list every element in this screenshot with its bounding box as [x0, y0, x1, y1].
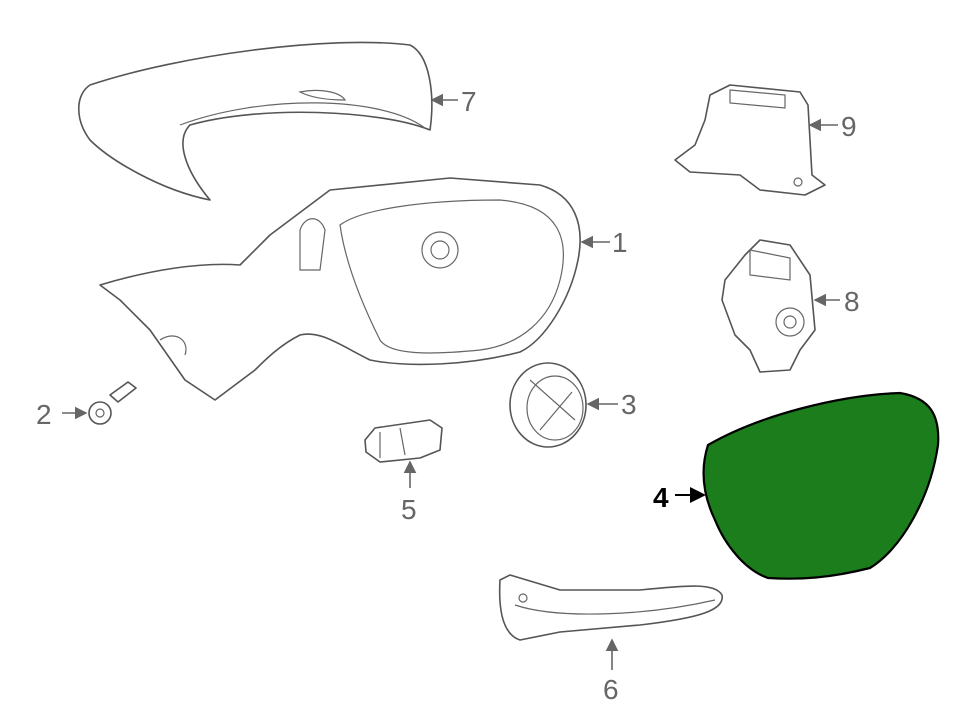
part-1-mirror-housing[interactable] [99, 177, 581, 401]
part-3-actuator[interactable] [509, 362, 587, 448]
part-5-lamp[interactable] [364, 419, 443, 463]
callout-3[interactable]: 3 [621, 389, 637, 420]
callout-7[interactable]: 7 [461, 86, 477, 117]
callout-4[interactable]: 4 [653, 482, 669, 513]
part-7-mirror-cover[interactable] [78, 41, 433, 201]
callout-9[interactable]: 9 [841, 111, 857, 142]
part-9-control-module[interactable] [674, 84, 826, 196]
callout-6[interactable]: 6 [603, 674, 619, 705]
part-6-turn-signal[interactable] [498, 574, 723, 641]
part-8-mirror-motor[interactable] [721, 239, 816, 373]
callout-2[interactable]: 2 [36, 399, 52, 430]
callout-8[interactable]: 8 [844, 286, 860, 317]
part-2-screw[interactable] [88, 381, 137, 425]
part-4-mirror-glass[interactable] [702, 391, 940, 580]
callout-5[interactable]: 5 [401, 494, 417, 525]
callout-1[interactable]: 1 [612, 227, 628, 258]
